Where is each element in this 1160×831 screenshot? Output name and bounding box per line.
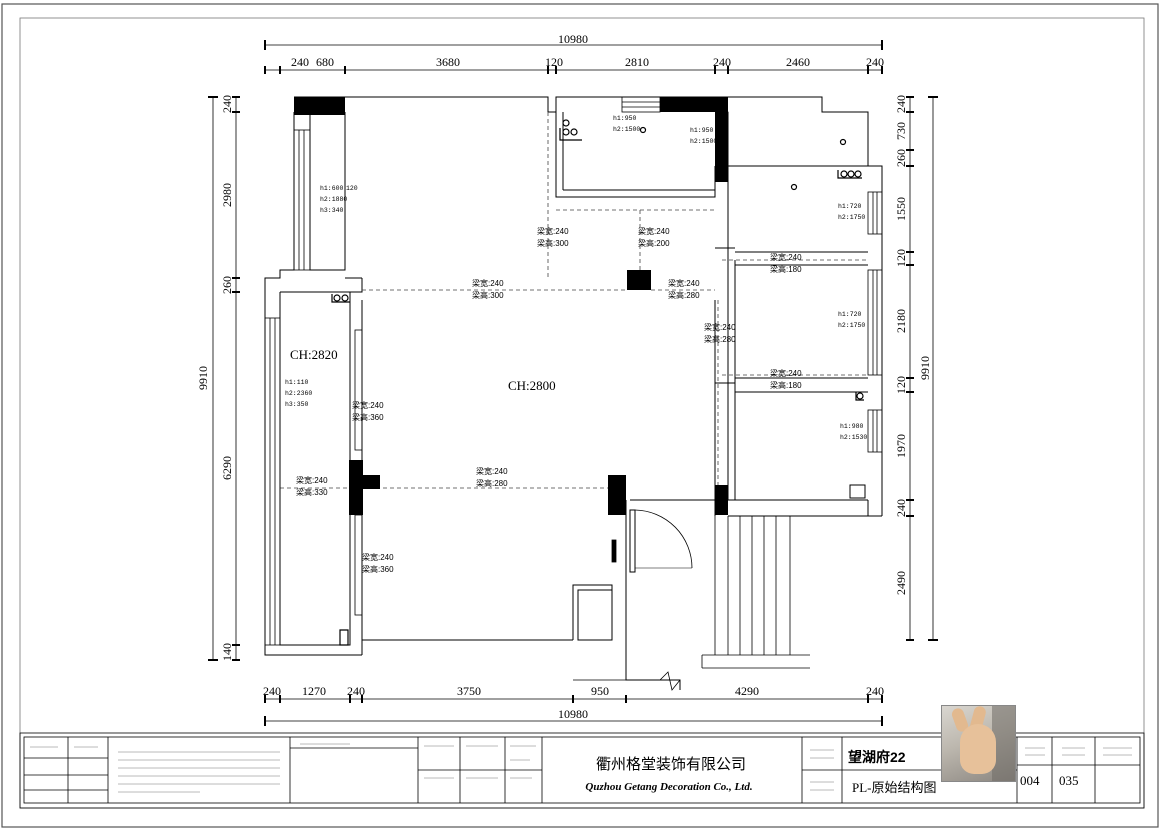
fixture-symbols xyxy=(331,119,864,646)
dimension-texts: 10980 240 680 3680 120 2810 240 2460 240… xyxy=(196,32,932,721)
walls xyxy=(264,96,883,691)
beam-width: 梁宽:240 xyxy=(537,226,569,236)
dim-right-seg: 2490 xyxy=(894,571,908,595)
beam-lines xyxy=(280,112,868,500)
dim-top-seg: 680 xyxy=(316,55,334,69)
window-head: h2:1530 xyxy=(840,434,867,441)
beam-width: 梁宽:240 xyxy=(476,466,508,476)
dim-bottom-seg: 4290 xyxy=(735,684,759,698)
drawing-name: PL-原始结构图 xyxy=(852,780,937,795)
dim-left-seg: 260 xyxy=(220,276,234,294)
window-head: h2:2360 xyxy=(285,390,312,397)
dim-right-seg: 2180 xyxy=(894,309,908,333)
window-head: h2:1880 xyxy=(320,196,347,203)
beam-height: 梁高:360 xyxy=(352,412,384,422)
dim-right-seg: 120 xyxy=(894,376,908,394)
dim-left-seg: 140 xyxy=(220,643,234,661)
dim-top-seg: 2810 xyxy=(625,55,649,69)
beam-labels: 梁宽:240 梁高:300 梁宽:240 梁高:200 梁宽:240 梁高:30… xyxy=(296,226,802,574)
dim-top-seg: 2460 xyxy=(786,55,810,69)
dim-top-seg: 240 xyxy=(291,55,309,69)
beam-width: 梁宽:240 xyxy=(668,278,700,288)
dim-right-seg: 240 xyxy=(894,95,908,113)
beam-height: 梁高:280 xyxy=(704,334,736,344)
beam-width: 梁宽:240 xyxy=(770,252,802,262)
beam-height: 梁高:360 xyxy=(362,564,394,574)
dim-left-total: 9910 xyxy=(196,366,210,390)
beam-height: 梁高:180 xyxy=(770,380,802,390)
project-name: 望湖府22 xyxy=(848,749,906,765)
room-height-label: CH:2800 xyxy=(508,378,556,393)
window-h3: h3:350 xyxy=(285,401,309,408)
window-head: h2:1500 xyxy=(690,138,717,145)
window-sill: h1:110 xyxy=(285,379,309,386)
dim-bottom-seg: 1270 xyxy=(302,684,326,698)
dim-top-total: 10980 xyxy=(558,32,588,46)
dim-bottom-seg: 240 xyxy=(347,684,365,698)
beam-height: 梁高:280 xyxy=(668,290,700,300)
dim-right-seg: 1550 xyxy=(894,197,908,221)
window-sill: h1:720 xyxy=(838,203,862,210)
dim-bottom-seg: 3750 xyxy=(457,684,481,698)
beam-height: 梁高:280 xyxy=(476,478,508,488)
dim-right-seg: 730 xyxy=(894,122,908,140)
dim-bottom-seg: 950 xyxy=(591,684,609,698)
beam-height: 梁高:180 xyxy=(770,264,802,274)
dim-bottom-total: 10980 xyxy=(558,707,588,721)
beam-width: 梁宽:240 xyxy=(296,475,328,485)
dim-bottom-seg: 240 xyxy=(866,684,884,698)
rabbit-doll-thumbnail xyxy=(941,705,1016,782)
company-name-en: Quzhou Getang Decoration Co., Ltd. xyxy=(585,781,752,793)
window-h3: h3:340 xyxy=(320,207,344,214)
dim-right-seg: 120 xyxy=(894,249,908,267)
beam-width: 梁宽:240 xyxy=(352,400,384,410)
dim-right-seg: 260 xyxy=(894,149,908,167)
dim-top-seg: 120 xyxy=(545,55,563,69)
sheet-number: 004 xyxy=(1020,773,1040,788)
windows xyxy=(264,96,883,646)
dim-top-seg: 240 xyxy=(713,55,731,69)
window-sill: h1:720 xyxy=(838,311,862,318)
window-head: h2:1750 xyxy=(838,322,865,329)
window-head: h2:1500 xyxy=(613,126,640,133)
window-labels: h1:950 h2:1500 h1:950 h2:1500 h1:600 120… xyxy=(285,115,867,441)
window-sill: h1:980 xyxy=(840,423,864,430)
beam-width: 梁宽:240 xyxy=(638,226,670,236)
window-sill: h1:950 xyxy=(690,127,714,134)
company-name-cn: 衢州格堂装饰有限公司 xyxy=(596,756,746,773)
window-sill: h1:950 xyxy=(613,115,637,122)
window-head: h2:1750 xyxy=(838,214,865,221)
beam-height: 梁高:300 xyxy=(472,290,504,300)
dim-right-seg: 1970 xyxy=(894,434,908,458)
dim-top-seg: 240 xyxy=(866,55,884,69)
dim-left-seg: 2980 xyxy=(220,183,234,207)
window-extra: 120 xyxy=(346,185,358,192)
room-height-label: CH:2820 xyxy=(290,347,338,362)
beam-height: 梁高:330 xyxy=(296,487,328,497)
window-sill: h1:600 xyxy=(320,185,344,192)
dim-left-seg: 240 xyxy=(220,95,234,113)
dim-left-seg: 6290 xyxy=(220,456,234,480)
dim-bottom-seg: 240 xyxy=(263,684,281,698)
beam-width: 梁宽:240 xyxy=(770,368,802,378)
dim-top-seg: 3680 xyxy=(436,55,460,69)
beam-width: 梁宽:240 xyxy=(472,278,504,288)
beam-width: 梁宽:240 xyxy=(362,552,394,562)
columns xyxy=(294,97,728,515)
beam-height: 梁高:300 xyxy=(537,238,569,248)
beam-height: 梁高:200 xyxy=(638,238,670,248)
title-block xyxy=(19,732,1145,809)
beam-width: 梁宽:240 xyxy=(704,322,736,332)
room-labels: CH:2820 CH:2800 xyxy=(290,347,556,393)
sheet-total: 035 xyxy=(1059,773,1079,788)
dim-right-total: 9910 xyxy=(918,356,932,380)
title-block-text: 衢州格堂装饰有限公司 Quzhou Getang Decoration Co.,… xyxy=(585,749,1078,795)
dimension-lines xyxy=(208,40,938,726)
dim-right-seg: 240 xyxy=(894,499,908,517)
